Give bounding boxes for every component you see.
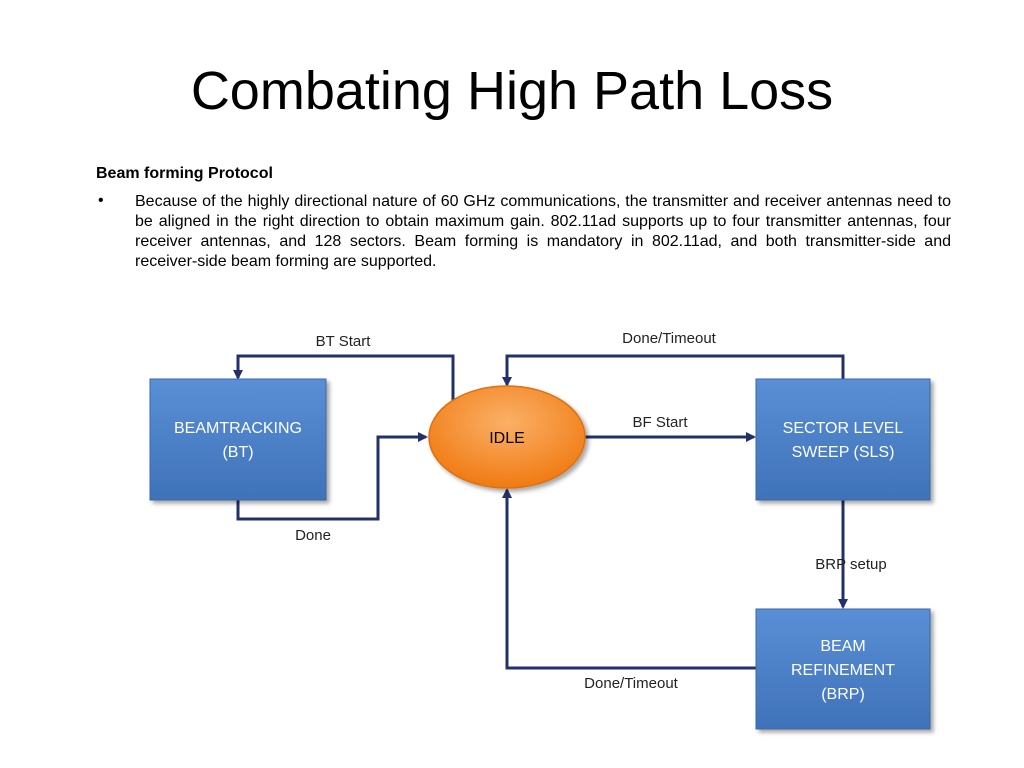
edge-done-timeout-top	[502, 354, 845, 387]
node-idle-label: IDLE	[489, 430, 525, 447]
node-beamtracking-line2: (BT)	[222, 444, 253, 461]
edge-label-bf-start: BF Start	[632, 414, 688, 431]
node-beamtracking: BEAMTRACKING (BT)	[149, 378, 327, 501]
edge-done-timeout-bottom	[502, 488, 756, 670]
edge-label-done-timeout-top: Done/Timeout	[622, 330, 716, 347]
node-sls-line2: SWEEP (SLS)	[792, 444, 895, 461]
edge-label-done-timeout-bottom: Done/Timeout	[584, 675, 678, 692]
edge-label-bt-start: BT Start	[316, 333, 372, 350]
bullet-marker: •	[98, 192, 104, 209]
node-brp-line2: REFINEMENT	[791, 662, 895, 679]
node-brp-line3: (BRP)	[821, 686, 865, 703]
edge-bt-start	[233, 354, 455, 405]
section-heading: Beam forming Protocol	[96, 165, 273, 182]
edge-done	[236, 432, 428, 521]
edge-label-brp-setup: BRP setup	[815, 556, 886, 573]
node-beam-refinement: BEAM REFINEMENT (BRP)	[755, 608, 931, 730]
node-sector-level-sweep: SECTOR LEVEL SWEEP (SLS)	[755, 378, 931, 501]
node-sls-line1: SECTOR LEVEL	[783, 420, 904, 437]
edges	[233, 354, 848, 670]
bullet-text: Because of the highly directional nature…	[135, 193, 951, 270]
page-title: Combating High Path Loss	[190, 61, 834, 121]
node-beamtracking-line1: BEAMTRACKING	[174, 420, 302, 437]
edge-label-done: Done	[295, 527, 331, 544]
node-brp-line1: BEAM	[820, 638, 865, 655]
node-idle: IDLE	[428, 385, 586, 489]
